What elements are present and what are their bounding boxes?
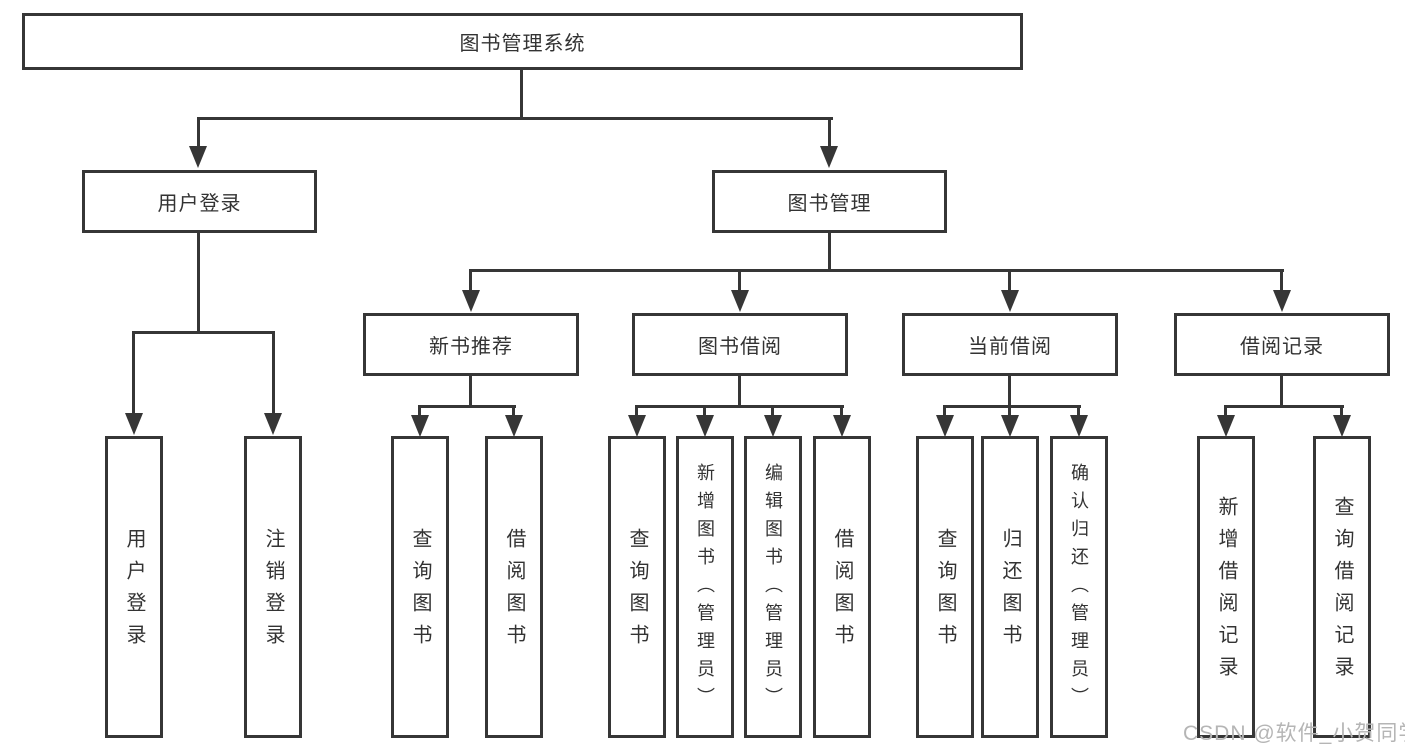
leaf-borrow-books-2: 借阅图书 bbox=[813, 436, 871, 738]
arrow-down-icon bbox=[1001, 290, 1019, 312]
connector-l3-stub bbox=[469, 376, 472, 408]
arrow-down-icon bbox=[1001, 415, 1019, 437]
connector-l1-spread bbox=[197, 117, 833, 120]
node-borrowing-records: 借阅记录 bbox=[1174, 313, 1390, 376]
leaf-query-books-3: 查询图书 bbox=[916, 436, 974, 738]
node-root: 图书管理系统 bbox=[22, 13, 1023, 70]
leaf-return-books: 归还图书 bbox=[981, 436, 1039, 738]
arrow-down-icon bbox=[1217, 415, 1235, 437]
csdn-watermark: CSDN @软件_小贺同学 bbox=[1183, 722, 1405, 745]
arrow-down-icon bbox=[505, 415, 523, 437]
connector-drop-l3 bbox=[1280, 269, 1283, 291]
arrow-down-icon bbox=[1333, 415, 1351, 437]
leaf-add-borrow-record: 新增借阅记录 bbox=[1197, 436, 1255, 738]
connector-user-login-stub bbox=[197, 233, 200, 333]
leaf-confirm-return-admin: 确认归还（管理员） bbox=[1050, 436, 1108, 738]
arrow-down-icon bbox=[1273, 290, 1291, 312]
arrow-down-icon bbox=[731, 290, 749, 312]
connector-l4-spread bbox=[943, 405, 1081, 408]
connector-drop-leaf bbox=[1077, 405, 1080, 417]
arrow-down-icon bbox=[936, 415, 954, 437]
connector-l3-stub bbox=[738, 376, 741, 408]
connector-drop-leaf bbox=[840, 405, 843, 417]
leaf-edit-books-admin: 编辑图书（管理员） bbox=[744, 436, 802, 738]
connector-drop-leaf bbox=[1224, 405, 1227, 417]
leaf-borrow-books-1: 借阅图书 bbox=[485, 436, 543, 738]
connector-drop-book-mgmt bbox=[828, 117, 831, 148]
node-book-borrowing: 图书借阅 bbox=[632, 313, 848, 376]
connector-drop-leaf bbox=[703, 405, 706, 417]
node-user-login: 用户登录 bbox=[82, 170, 317, 233]
arrow-down-icon bbox=[820, 146, 838, 168]
connector-l2-spread bbox=[469, 269, 1284, 272]
arrow-down-icon bbox=[764, 415, 782, 437]
connector-drop-l3 bbox=[1008, 269, 1011, 291]
node-book-management: 图书管理 bbox=[712, 170, 947, 233]
leaf-user-login: 用户登录 bbox=[105, 436, 163, 738]
connector-drop-leaf bbox=[272, 331, 275, 413]
connector-l4-spread bbox=[418, 405, 516, 408]
arrow-down-icon bbox=[1070, 415, 1088, 437]
connector-drop-leaf bbox=[943, 405, 946, 417]
leaf-query-books-1: 查询图书 bbox=[391, 436, 449, 738]
connector-drop-leaf bbox=[1008, 405, 1011, 417]
arrow-down-icon bbox=[264, 413, 282, 435]
arrow-down-icon bbox=[696, 415, 714, 437]
connector-l3-stub bbox=[1008, 376, 1011, 408]
connector-drop-leaf bbox=[771, 405, 774, 417]
arrow-down-icon bbox=[411, 415, 429, 437]
arrow-down-icon bbox=[125, 413, 143, 435]
node-new-book-recommendation: 新书推荐 bbox=[363, 313, 579, 376]
leaf-query-books-2: 查询图书 bbox=[608, 436, 666, 738]
connector-l4-spread bbox=[1224, 405, 1344, 408]
connector-drop-leaf bbox=[418, 405, 421, 417]
arrow-down-icon bbox=[628, 415, 646, 437]
connector-user-login-spread bbox=[132, 331, 275, 334]
connector-drop-l3 bbox=[469, 269, 472, 291]
connector-drop-leaf bbox=[512, 405, 515, 417]
connector-drop-leaf bbox=[1340, 405, 1343, 417]
arrow-down-icon bbox=[462, 290, 480, 312]
leaf-add-books-admin: 新增图书（管理员） bbox=[676, 436, 734, 738]
connector-drop-leaf bbox=[132, 331, 135, 413]
connector-drop-leaf bbox=[635, 405, 638, 417]
leaf-logout: 注销登录 bbox=[244, 436, 302, 738]
connector-l3-stub bbox=[1280, 376, 1283, 408]
arrow-down-icon bbox=[189, 146, 207, 168]
connector-drop-l3 bbox=[738, 269, 741, 291]
connector-l4-spread bbox=[635, 405, 844, 408]
leaf-query-borrow-record: 查询借阅记录 bbox=[1313, 436, 1371, 738]
connector-drop-user-login bbox=[197, 117, 200, 148]
connector-book-mgmt-stub bbox=[828, 233, 831, 271]
connector-root-stub bbox=[520, 70, 523, 118]
node-current-borrowing: 当前借阅 bbox=[902, 313, 1118, 376]
arrow-down-icon bbox=[833, 415, 851, 437]
